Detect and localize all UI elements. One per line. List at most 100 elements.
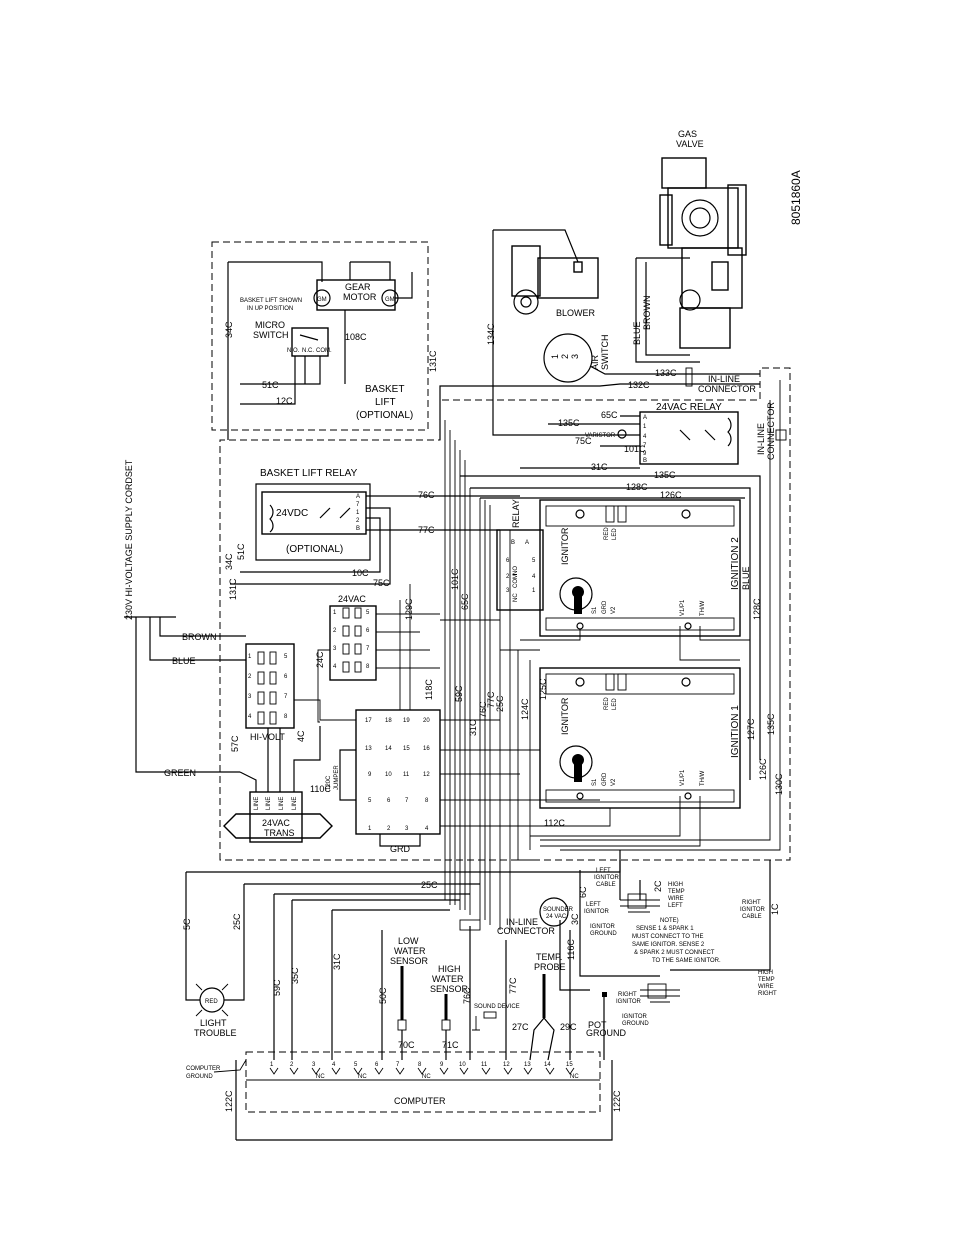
wire-label: 3: [333, 646, 337, 652]
wire-label: 1: [368, 826, 372, 832]
wire-label: 27C: [512, 1022, 529, 1032]
wire-label: CONNECTOR: [497, 926, 555, 936]
wire-label: 6: [506, 558, 510, 564]
gas-valve-brown-wire: BROWN: [642, 296, 652, 331]
wire-label: 1: [643, 424, 647, 430]
wire-label: NO: [513, 566, 519, 575]
relay-24vac: 24VAC RELAY A 1 4 7 9 B VARISTOR: [585, 402, 739, 465]
wire-label: A: [525, 540, 529, 546]
wire-label: 3: [570, 354, 580, 359]
wire-label: 110C: [310, 784, 331, 794]
wire-label: 1: [550, 354, 560, 359]
wire-label: IGNITOR: [740, 907, 766, 913]
wire-label: TH/W: [700, 600, 706, 616]
wire-label: A: [643, 415, 647, 421]
wire-label: RIGHT: [618, 992, 637, 998]
wire-label: 20: [423, 718, 430, 724]
wire-label: 34C: [224, 321, 234, 338]
wire-label: GREEN: [164, 768, 196, 778]
wire-label: GROUND: [186, 1074, 213, 1080]
wire-label: (OPTIONAL): [286, 544, 343, 555]
hi-volt-block: 1 2 3 4 5 6 7 8 HI-VOLT: [245, 643, 295, 742]
wire-label: SWITCH: [253, 330, 289, 340]
wire-label: 126C: [660, 490, 682, 500]
wire-label: 118C: [424, 679, 434, 700]
wire-label: JUMPER: [334, 765, 340, 790]
wire-label: TROUBLE: [194, 1028, 237, 1038]
wire-label: 1: [270, 1062, 274, 1068]
wire-label: COM: [513, 574, 519, 588]
wire-label: PROBE: [534, 962, 566, 972]
wire-label: GROUND: [590, 931, 617, 937]
wire-label: TEMP: [758, 977, 775, 983]
wire-label: 15: [566, 1062, 573, 1068]
wire-label: LINE: [279, 797, 285, 810]
wire-label: 12: [503, 1062, 510, 1068]
wire-label: 7: [643, 443, 647, 449]
wire-label: 24VDC: [276, 508, 308, 519]
wire-label: 6C: [578, 886, 588, 898]
wire-label: 1: [356, 510, 360, 516]
wire-label: 124C: [520, 698, 530, 720]
wire-label: 13: [524, 1062, 531, 1068]
wire-label: 14: [385, 746, 392, 752]
terminal-24vac: 24VAC 1 2 3 4 5 6 7 8: [329, 594, 377, 681]
wire-label: 75C: [575, 436, 592, 446]
wire-label: LIFT: [375, 397, 396, 408]
wire-label: WATER: [394, 946, 426, 956]
wire-label: POT: [588, 1020, 607, 1030]
relay-24vac-title: 24VAC RELAY: [656, 402, 722, 413]
wire-label: SOUNDER: [543, 907, 574, 913]
wire-label: BROWN: [182, 632, 217, 642]
wire-label: SENSOR: [430, 984, 469, 994]
wire-label: 3: [248, 694, 252, 700]
wire-label: 31C: [591, 462, 608, 472]
wire-label: 2: [560, 354, 570, 359]
wire-label: 4: [425, 826, 429, 832]
wire-label: 129C: [404, 598, 414, 620]
ignition-module-2: RED LED IGNITOR IGNITION 2 S1 GRD V2 V1/…: [539, 499, 741, 637]
wire-label: S1: [592, 778, 598, 786]
wire-label: 135C: [654, 470, 676, 480]
wire-label: VALVE: [676, 139, 704, 149]
wire-label: 31C: [332, 953, 342, 970]
wire-label: IGNITOR: [560, 527, 570, 565]
wire-label: 112C: [544, 818, 565, 828]
wire-label: N.O.: [287, 348, 300, 354]
computer: COMPUTER COMPUTER GROUND 1 2 3 4 5 6 7 8…: [186, 1051, 601, 1113]
wire-label: 8: [284, 714, 288, 720]
wire-label: 7: [356, 502, 360, 508]
sensors: LOW WATER SENSOR 70C HIGH WATER SENSOR 7…: [390, 936, 626, 1061]
wire-label: 76C: [418, 490, 435, 500]
wire-label: V1/P1: [680, 599, 686, 616]
wire-label: 9: [643, 451, 647, 457]
wire-label: 5: [366, 610, 370, 616]
doc-number: 8051860A: [789, 170, 803, 225]
wire-label: 11: [403, 772, 410, 778]
wire-label: RED: [604, 697, 610, 710]
wire-label: RELAY: [511, 499, 521, 528]
cordset-title: 230V HI-VOLTAGE SUPPLY CORDSET: [124, 459, 134, 620]
wire-label: LINE: [266, 797, 272, 810]
computer-title: COMPUTER: [394, 1096, 446, 1106]
wire-label: 77C: [418, 525, 435, 535]
wire-label: 126C: [758, 758, 768, 780]
wire-label: 7: [284, 694, 288, 700]
wire-label: & SPARK 2 MUST CONNECT: [634, 950, 715, 956]
wire-label: GRD: [390, 844, 411, 854]
wire-label: 1: [248, 654, 252, 660]
wire-label: GEAR: [345, 282, 371, 292]
wire-label: 7: [396, 1062, 400, 1068]
wire-label: 2: [333, 628, 337, 634]
wire-label: 3: [405, 826, 409, 832]
wire-label: B: [356, 526, 360, 532]
wire-label: CABLE: [742, 914, 762, 920]
wire-label: 5C: [182, 918, 192, 930]
wire-label: 75C: [373, 578, 390, 588]
basket-lift-boundary: [211, 241, 429, 431]
wire-label: IN UP POSITION: [247, 306, 293, 312]
wire-label: COM.: [316, 348, 332, 354]
wire-label: 19: [403, 718, 410, 724]
computer-pins: 1 2 3 4 5 6 7 8 9 10 11 12 13 14 15 NC N…: [270, 1062, 579, 1080]
